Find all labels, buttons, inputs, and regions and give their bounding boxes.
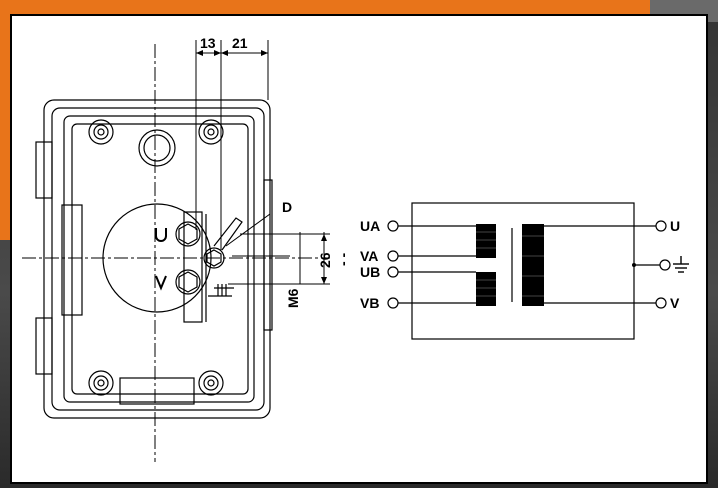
terminal-post-u: [175, 221, 201, 247]
terminal-vb: [387, 297, 399, 309]
terminal-earth: [659, 259, 671, 271]
label-v: V: [670, 295, 680, 311]
cover-outline: [63, 115, 255, 403]
housing-inner-outline: [51, 107, 265, 411]
label-u: U: [670, 218, 680, 234]
cover-inner: [71, 123, 249, 395]
screw-boss-tr: [198, 119, 224, 145]
bottom-label-slot: [119, 377, 195, 405]
screw-boss-tl: [88, 119, 114, 145]
thread-label: M6: [285, 288, 301, 308]
terminal-post-v: [175, 269, 201, 295]
dim-label-21: 21: [232, 35, 248, 51]
drawing-sheet: [10, 14, 708, 484]
detail-leader: [225, 213, 271, 247]
terminal-strip: [183, 211, 203, 323]
terminal-va: [387, 250, 399, 262]
terminal-bracket: [213, 217, 243, 251]
side-rib: [61, 204, 83, 316]
dim-label-13: 13: [200, 35, 216, 51]
winding-primary-upper: [476, 224, 496, 258]
screw-boss-br: [198, 370, 224, 396]
label-ub: UB: [360, 264, 380, 280]
label-vb: VB: [360, 295, 379, 311]
cable-gland: [138, 129, 176, 167]
side-clip-lower: [35, 317, 53, 375]
detail-label: D: [282, 199, 292, 215]
side-clip-upper: [35, 141, 53, 199]
schematic-frame: [411, 202, 635, 340]
label-ua: UA: [360, 218, 380, 234]
dim-tick-mark: - -: [335, 252, 351, 266]
terminal-u: [655, 220, 667, 232]
right-rib: [263, 179, 273, 331]
winding-secondary: [522, 224, 544, 306]
terminal-ua: [387, 220, 399, 232]
terminal-ub: [387, 266, 399, 278]
screw-boss-bl: [88, 370, 114, 396]
winding-primary-lower: [476, 272, 496, 306]
earth-marker: [214, 284, 234, 296]
housing-outline: [43, 99, 271, 419]
protective-earth-icon: [673, 256, 689, 273]
terminal-v: [655, 297, 667, 309]
dim-label-26: 26: [317, 252, 333, 268]
label-va: VA: [360, 248, 378, 264]
